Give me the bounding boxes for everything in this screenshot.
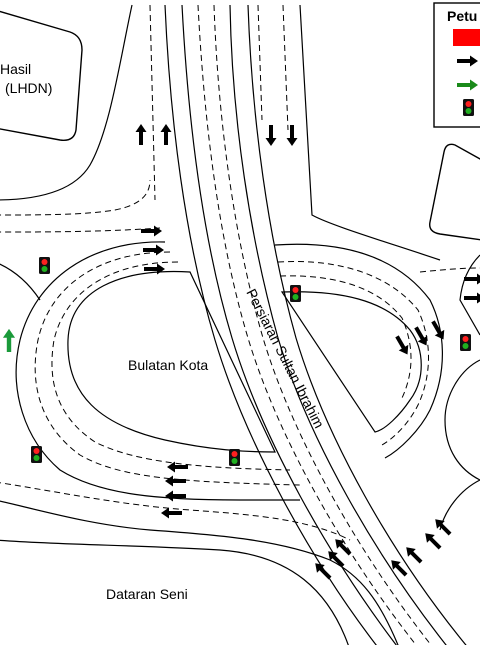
- legend-green-arrow: [457, 79, 478, 91]
- east-island: [280, 291, 422, 433]
- north-road-west-curb: [0, 4, 133, 201]
- red-block-swatch: [453, 29, 480, 46]
- bulatan-island: [67, 270, 276, 453]
- outer-ring-west: [15, 241, 300, 501]
- traffic-arrow: [265, 125, 277, 146]
- label-lhdn: (LHDN): [5, 80, 52, 96]
- traffic-arrow: [160, 124, 172, 145]
- traffic-light: [229, 449, 240, 466]
- traffic-arrows: [2, 124, 480, 580]
- traffic-arrow: [165, 475, 186, 487]
- west-approach-lane-1: [0, 179, 151, 216]
- traffic-arrow: [161, 507, 182, 519]
- traffic-arrow: [395, 335, 409, 355]
- traffic-arrow: [431, 320, 445, 340]
- traffic-arrow: [167, 461, 188, 473]
- persiaran-curb-east: [247, 4, 467, 645]
- traffic-arrow: [391, 560, 408, 577]
- traffic-arrow: [144, 263, 165, 275]
- traffic-arrow: [286, 125, 298, 146]
- traffic-arrow: [406, 547, 423, 564]
- traffic-arrow: [435, 519, 452, 536]
- traffic-arrow: [464, 292, 480, 304]
- traffic-arrow: [141, 225, 162, 237]
- north-lane-1: [149, 4, 156, 201]
- south-west-curb: [0, 500, 399, 645]
- traffic-light: [31, 446, 42, 463]
- traffic-arrow: [328, 551, 345, 568]
- east-approach-lane: [419, 267, 480, 273]
- east-approach-curb: [459, 254, 480, 336]
- traffic-arrow: [135, 124, 147, 145]
- south-east-curb: [439, 479, 480, 531]
- west-approach-lane-2: [0, 227, 161, 233]
- ring-lane-east-2: [279, 275, 412, 399]
- south-bottom-curb: [0, 539, 349, 645]
- traffic-light-icon: [463, 99, 474, 116]
- traffic-arrow: [414, 326, 428, 346]
- legend: Petu: [433, 2, 480, 128]
- legend-black-arrow: [457, 55, 478, 67]
- traffic-light: [39, 257, 50, 274]
- traffic-arrow: [165, 490, 186, 502]
- persiaran-inner-2: [229, 4, 447, 645]
- ring-lane-west-1: [34, 251, 301, 486]
- label-persiaran-sultan-ibrahim: Persiaran Sultan Ibrahim: [243, 286, 327, 431]
- traffic-arrow: [143, 244, 164, 256]
- south-lane-1: [0, 482, 351, 541]
- outer-ring-east: [274, 243, 443, 459]
- traffic-arrow: [464, 273, 480, 285]
- north-lane-3: [282, 4, 289, 131]
- legend-title: Petu: [447, 8, 477, 24]
- green-arrow: [2, 328, 16, 353]
- traffic-arrow: [315, 563, 332, 580]
- legend-traffic-light: [463, 99, 474, 116]
- label-dataran-seni: Dataran Seni: [106, 586, 188, 602]
- north-road-east-curb: [299, 4, 441, 261]
- persiaran-lane-1: [197, 4, 417, 645]
- lhdn-building: [0, 10, 83, 141]
- ring-lane-east-1: [277, 260, 429, 447]
- traffic-arrow: [335, 539, 352, 556]
- traffic-lights: [31, 257, 471, 466]
- traffic-light: [460, 334, 471, 351]
- east-building: [429, 143, 480, 241]
- persiaran-curb-west: [164, 4, 377, 645]
- west-approach-curb: [0, 263, 41, 301]
- label-hasil: Hasil: [0, 61, 31, 77]
- black-arrow-icon: [457, 55, 478, 67]
- traffic-arrow: [425, 533, 442, 550]
- east-lower-curb: [444, 359, 480, 481]
- label-bulatan-kota: Bulatan Kota: [128, 357, 208, 373]
- traffic-light: [290, 285, 301, 302]
- persiaran-lane-2: [213, 4, 432, 645]
- north-lane-2: [257, 4, 263, 121]
- ring-lane-west-2: [51, 261, 291, 471]
- green-arrow-icon: [457, 79, 478, 91]
